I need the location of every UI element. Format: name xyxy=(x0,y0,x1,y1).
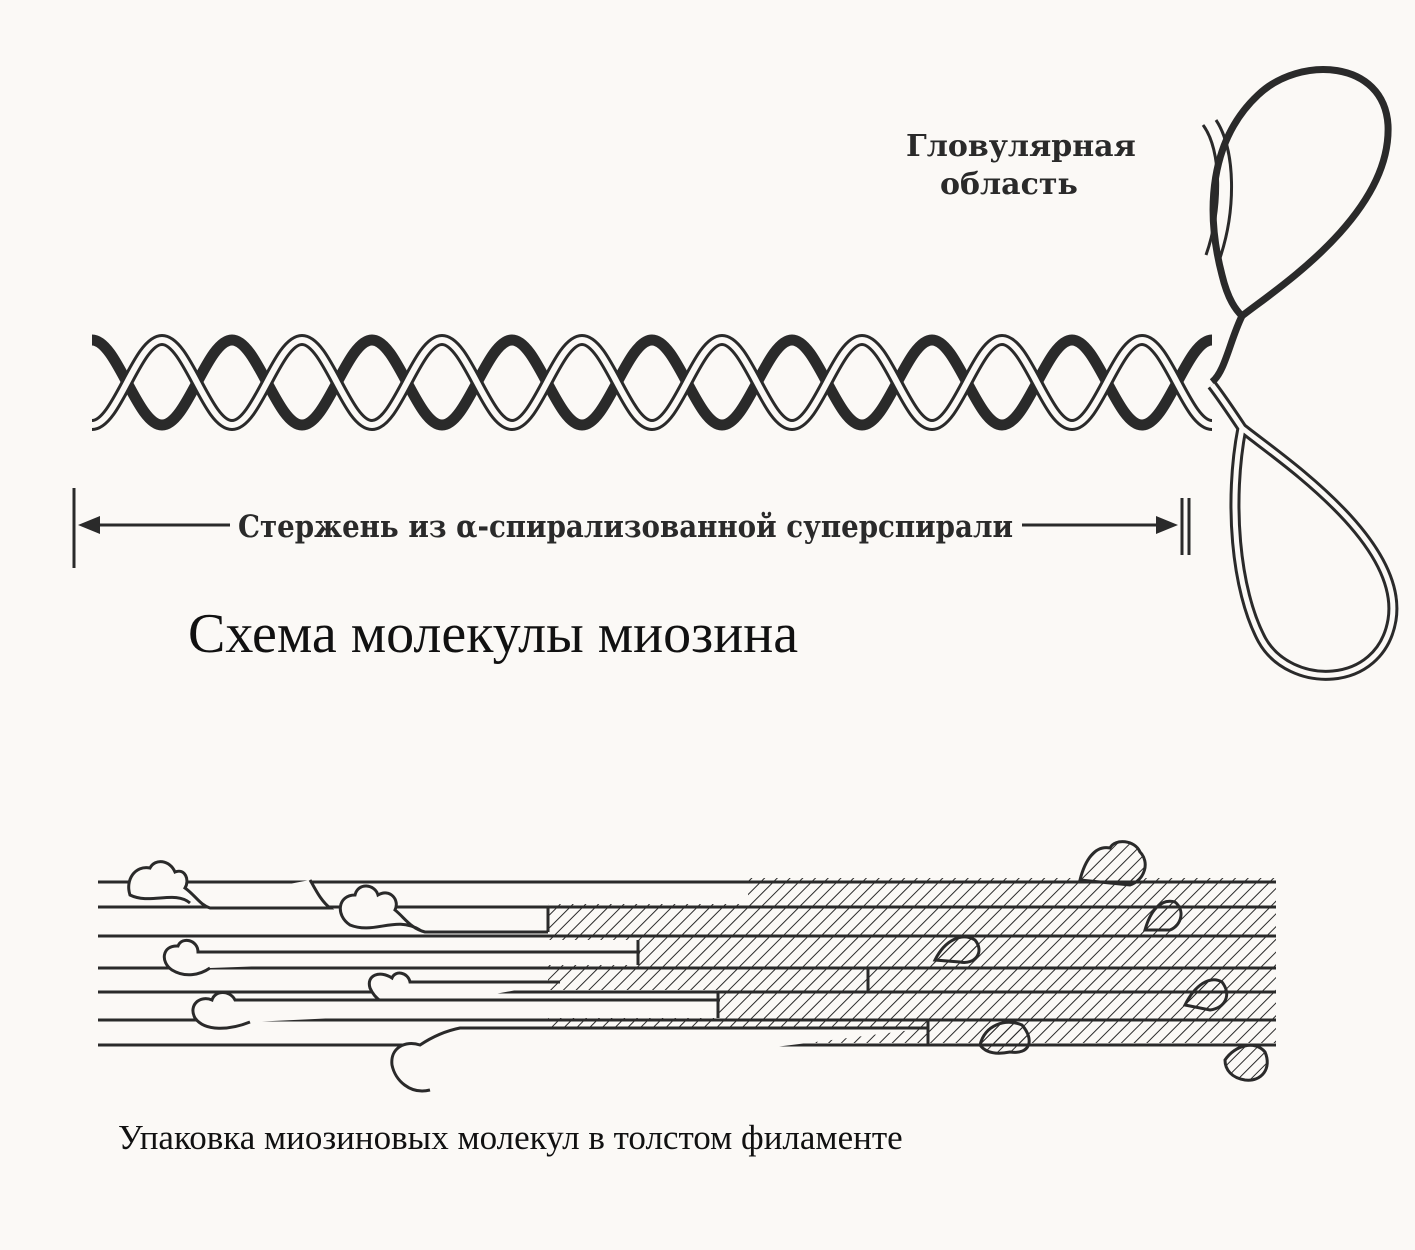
helix-strand-light xyxy=(90,333,1214,432)
rod-label: Стержень из α-спирализованной суперспира… xyxy=(238,509,1013,545)
myosin-molecule-1 xyxy=(127,860,548,934)
globular-head-upper xyxy=(1209,66,1392,385)
thick-filament xyxy=(98,840,1276,1093)
globular-region-bracket xyxy=(1201,119,1234,259)
myosin-heads-right xyxy=(932,840,1269,1082)
filament-title: Упаковка миозиновых молекул в толстом фи… xyxy=(118,1118,903,1157)
globular-region-label-line1: Гловулярная xyxy=(906,129,1136,164)
globular-head-lower xyxy=(1207,381,1399,681)
double-helix-rod xyxy=(90,333,1214,432)
rod-dimension-arrow xyxy=(72,488,1191,568)
globular-region-label-line2: область xyxy=(940,167,1078,202)
molecule-title: Схема молекулы миозина xyxy=(188,603,799,665)
helix-strand-dark xyxy=(90,334,1214,431)
myosin-molecule-3 xyxy=(191,991,928,1093)
